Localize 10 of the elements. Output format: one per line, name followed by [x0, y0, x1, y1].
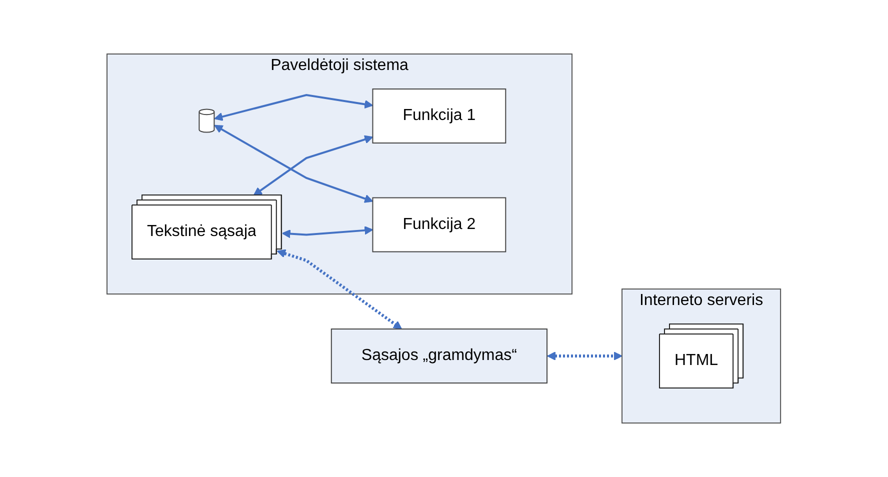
arrow: [254, 135, 374, 196]
arrow: [282, 226, 374, 238]
node-cylinder: [198, 108, 215, 133]
node-box: Sąsajos „gramdymas“: [331, 328, 548, 384]
arrow: [547, 352, 623, 360]
node-box: Funkcija 1: [372, 88, 506, 144]
arrow: [214, 94, 374, 121]
arrow: [214, 124, 374, 203]
node-box: Funkcija 2: [372, 197, 506, 252]
arrow: [277, 249, 402, 330]
